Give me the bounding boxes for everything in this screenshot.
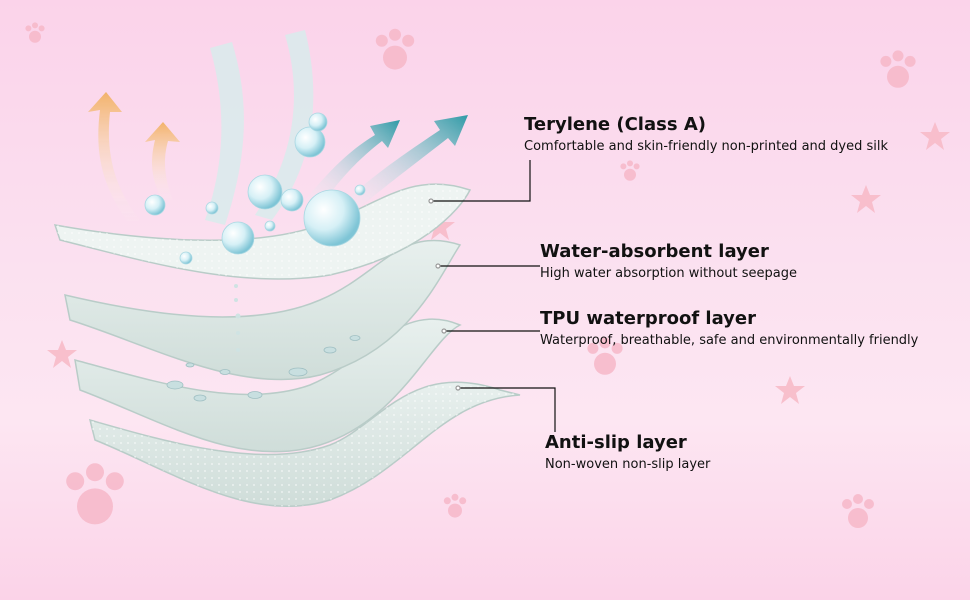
water-absorbent-title: Water-absorbent layer xyxy=(540,241,769,262)
star-icon xyxy=(47,122,950,404)
anti-slip-title: Anti-slip layer xyxy=(545,432,687,453)
water-absorbent-description: High water absorption without seepage xyxy=(540,266,797,281)
water-bubbles xyxy=(144,112,366,265)
tpu-waterproof-description: Waterproof, breathable, safe and environ… xyxy=(540,333,919,348)
terylene-label: Terylene (Class A) Comfortable and skin-… xyxy=(524,114,888,156)
tpu-waterproof-label: TPU waterproof layer Waterproof, breatha… xyxy=(540,308,918,350)
tpu-waterproof-title: TPU waterproof layer xyxy=(540,308,756,329)
airflow-arrow-icon xyxy=(88,30,468,225)
terylene-title: Terylene (Class A) xyxy=(524,114,706,135)
anti-slip-label: Anti-slip layer Non-woven non-slip layer xyxy=(545,432,710,474)
leader-lines xyxy=(428,160,556,432)
anti-slip-layer-sheet xyxy=(88,381,521,508)
terylene-description: Comfortable and skin-friendly non-printe… xyxy=(524,139,889,154)
falling-droplets xyxy=(234,284,241,352)
paw-print-icon xyxy=(25,22,916,528)
anti-slip-description: Non-woven non-slip layer xyxy=(545,457,711,472)
water-absorbent-label: Water-absorbent layer High water absorpt… xyxy=(540,241,797,283)
water-droplet-icon xyxy=(166,335,361,402)
